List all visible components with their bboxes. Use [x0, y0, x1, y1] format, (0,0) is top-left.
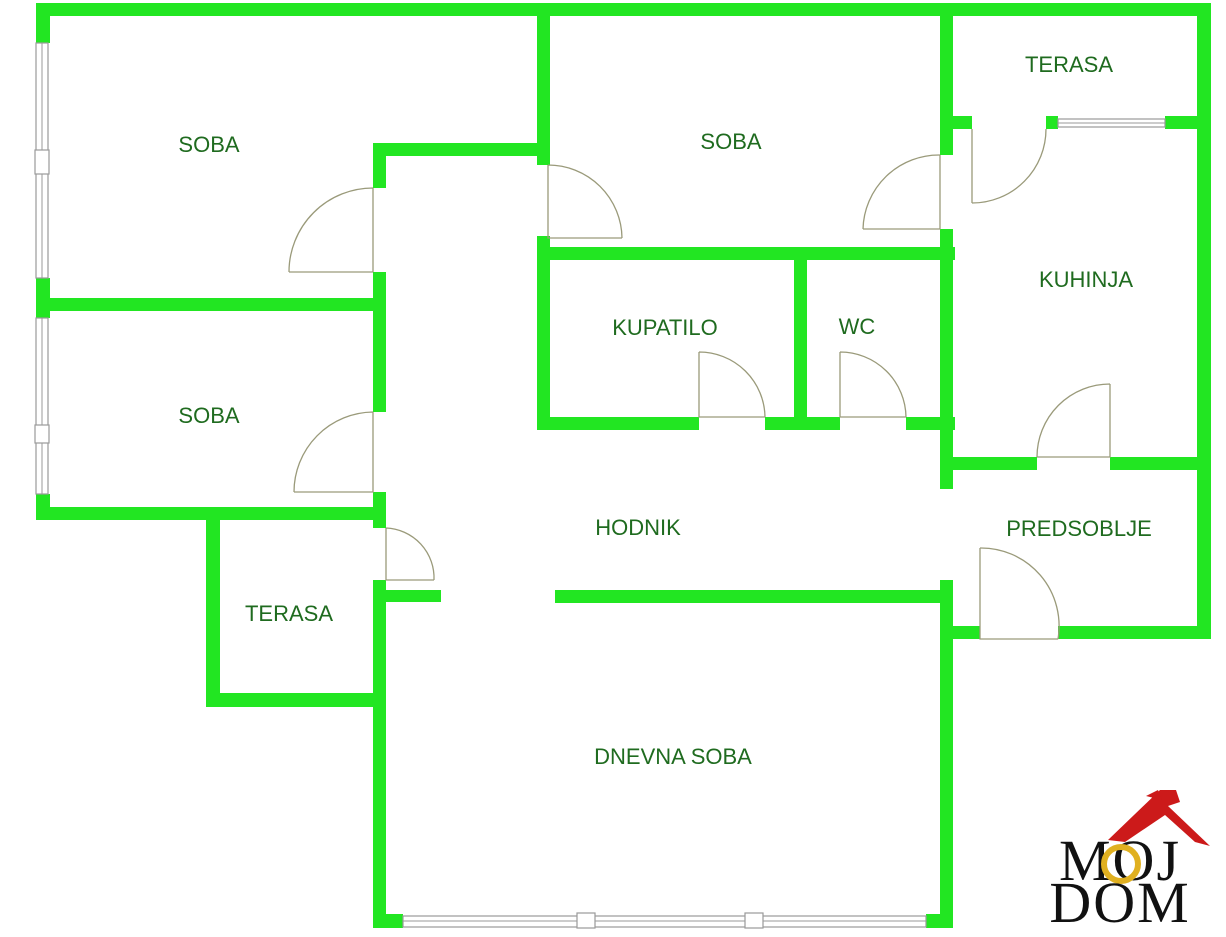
door-kuhinja-top [862, 154, 941, 230]
door-entrance [979, 547, 1060, 640]
door-kuhinja-bottom [1036, 383, 1111, 458]
door-soba-top-left [288, 187, 374, 273]
room-label-kuhinja: KUHINJA [1039, 267, 1133, 292]
moj-dom-logo: MOJ DOM [1049, 790, 1210, 935]
room-label-kupatilo: KUPATILO [612, 315, 718, 340]
door-terasa-top-right [971, 128, 1047, 204]
room-label-soba-top-left: SOBA [178, 132, 239, 157]
room-label-soba-left: SOBA [178, 403, 239, 428]
door-terasa-left [385, 527, 435, 581]
room-label-dnevna-soba: DNEVNA SOBA [594, 744, 752, 769]
room-label-wc: WC [839, 314, 876, 339]
room-label-predsoblje: PREDSOBLJE [1006, 516, 1152, 541]
room-label-terasa-left: TERASA [245, 601, 333, 626]
room-label-terasa-top-right: TERASA [1025, 52, 1113, 77]
logo-roof-icon [1108, 790, 1210, 846]
door-soba-top-center [547, 164, 623, 239]
walls [36, 3, 1211, 928]
room-labels: SOBA SOBA SOBA TERASA TERASA KUHINJA KUP… [178, 52, 1151, 769]
windows [34, 42, 1166, 929]
door-kupatilo [698, 351, 766, 418]
door-wc [839, 351, 907, 418]
door-soba-left [293, 411, 374, 493]
room-label-hodnik: HODNIK [595, 515, 681, 540]
doors [288, 128, 1111, 640]
logo-line2: DOM [1049, 870, 1190, 935]
logo-ring-icon [1101, 844, 1141, 884]
room-label-soba-top-center: SOBA [700, 129, 761, 154]
